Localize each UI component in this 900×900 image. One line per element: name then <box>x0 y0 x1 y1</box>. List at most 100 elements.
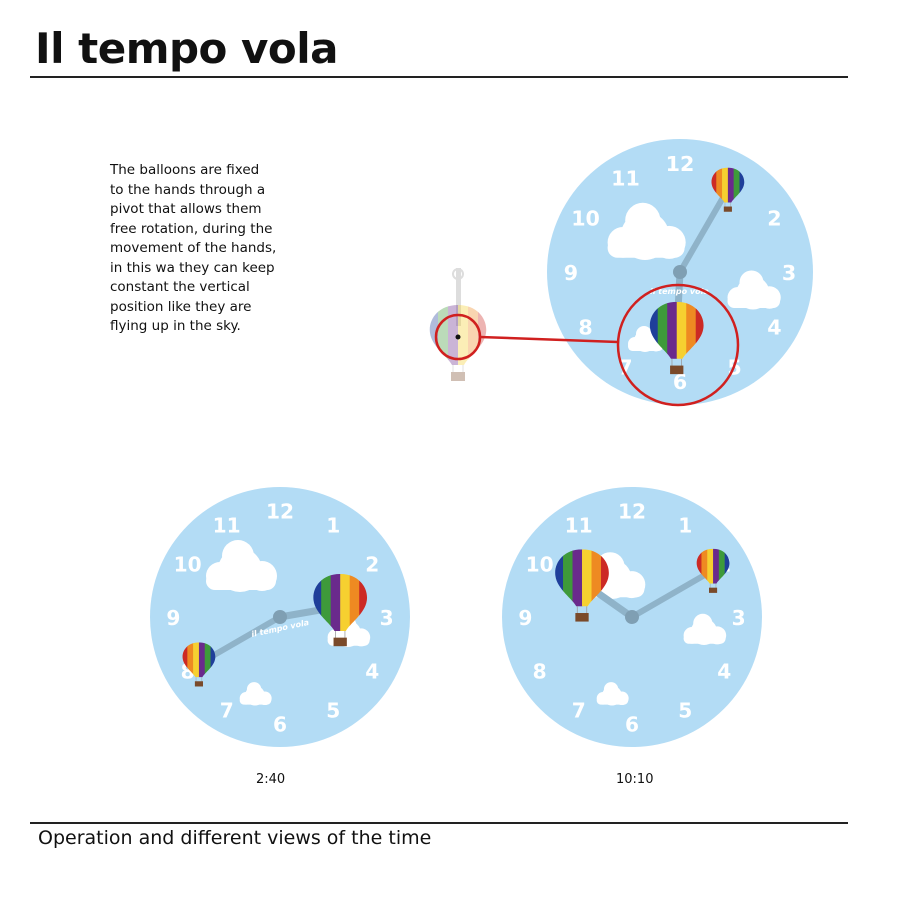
clock-numeral: 12 <box>666 152 695 176</box>
balloon-stripe <box>733 167 740 203</box>
balloon-stripe <box>711 167 717 203</box>
clock-numeral: 9 <box>518 606 532 630</box>
hot-air-balloon <box>182 642 216 687</box>
cloud-puff <box>625 202 661 238</box>
clock-numeral: 12 <box>618 499 646 523</box>
cloud-puff <box>222 540 254 572</box>
minute-hand <box>677 186 731 275</box>
balloon-stripe <box>591 549 602 607</box>
description-line: free rotation, during the <box>110 220 273 237</box>
clock-numeral: 11 <box>611 167 640 191</box>
connector-line <box>479 335 619 344</box>
balloon-stripe <box>478 305 487 365</box>
cloud <box>683 613 727 645</box>
balloon-stripe <box>182 642 188 678</box>
balloon-stripe <box>187 642 194 678</box>
balloon-stripe <box>204 642 211 678</box>
cloud <box>607 202 686 260</box>
clock-numeral: 4 <box>767 316 781 340</box>
description-line: in this wa they can keep <box>110 259 275 276</box>
clock-numeral: 2 <box>767 206 781 230</box>
balloon-stripe <box>716 167 723 203</box>
balloon-stripe <box>601 549 609 607</box>
balloon-stripe <box>727 167 734 203</box>
balloon-stripe <box>359 573 368 631</box>
clock-numeral: 7 <box>220 698 234 722</box>
clock-numeral: 1 <box>678 514 692 538</box>
description-line: The balloons are fixed <box>110 162 260 178</box>
balloon-stripe <box>701 548 708 584</box>
balloon-stripe <box>429 305 439 365</box>
balloon-stripe <box>563 549 573 607</box>
balloon-stripe <box>676 301 687 359</box>
clock-numeral: 5 <box>678 698 692 722</box>
balloon-stripe <box>330 573 341 631</box>
balloon-stripe <box>667 301 678 359</box>
cloud-puff <box>636 326 652 342</box>
balloon-stripe <box>718 548 725 584</box>
balloon-stripe <box>695 301 704 359</box>
clock-numeral: 4 <box>365 659 379 683</box>
basket <box>709 587 718 593</box>
cloud-base <box>596 696 629 705</box>
balloon-stripe <box>707 548 714 584</box>
clock-numeral: 3 <box>732 606 746 630</box>
clock-logo-text: il tempo vola <box>650 287 709 296</box>
clock-numeral: 6 <box>673 370 687 394</box>
basket <box>670 365 684 375</box>
balloon-stripe <box>572 549 583 607</box>
balloon-stripe <box>649 301 659 359</box>
cloud-puff <box>246 682 262 697</box>
balloon-stripe <box>468 305 479 365</box>
cloud <box>727 270 781 310</box>
balloon-stripe <box>438 305 449 365</box>
balloon-stripe <box>555 549 564 607</box>
cloud-puff <box>739 270 764 295</box>
clock-numeral: 6 <box>273 713 287 737</box>
cloud <box>206 540 277 592</box>
cloud-puff <box>693 613 713 633</box>
balloon-stripe <box>739 167 745 203</box>
hot-air-balloon <box>696 548 730 593</box>
clock-numeral: 8 <box>533 659 547 683</box>
hot-air-balloon <box>555 549 609 622</box>
envelope <box>429 305 487 365</box>
balloon-stripe <box>448 305 459 365</box>
clock-numeral: 9 <box>166 606 180 630</box>
balloon-stripe <box>458 305 469 365</box>
cloud-base <box>206 572 276 590</box>
time-label-10-10: 10:10 <box>616 772 654 787</box>
cloud-base <box>628 342 663 351</box>
hand-pivot <box>673 265 687 279</box>
hand-pivot <box>273 610 287 624</box>
clock-numeral: 4 <box>717 659 731 683</box>
clock-numeral: 12 <box>266 499 294 523</box>
cloud-base <box>607 238 685 258</box>
balloon-stripe <box>340 573 351 631</box>
clock-numeral: 7 <box>618 355 632 379</box>
pivot-detail <box>429 268 740 407</box>
envelope <box>555 549 609 607</box>
basket <box>333 637 347 647</box>
balloon-stripe <box>686 301 697 359</box>
cloud <box>239 682 272 706</box>
balloon-stripe <box>696 548 702 584</box>
cloud-puff <box>603 682 619 697</box>
cloud-base <box>683 633 726 644</box>
page-title: Il tempo vola <box>35 24 338 73</box>
balloon-stripe <box>724 548 730 584</box>
clock-numeral: 5 <box>326 698 340 722</box>
basket <box>723 206 732 212</box>
clock-numeral: 1 <box>326 514 340 538</box>
clock-numeral: 11 <box>565 514 593 538</box>
envelope <box>711 167 745 203</box>
description-paragraph: The balloons are fixed to the hands thro… <box>110 161 340 337</box>
description-line: constant the vertical <box>110 279 250 295</box>
clock-numeral: 7 <box>572 698 586 722</box>
cloud <box>596 682 629 706</box>
balloon-stripe <box>210 642 216 678</box>
balloon-stripe <box>582 549 592 607</box>
